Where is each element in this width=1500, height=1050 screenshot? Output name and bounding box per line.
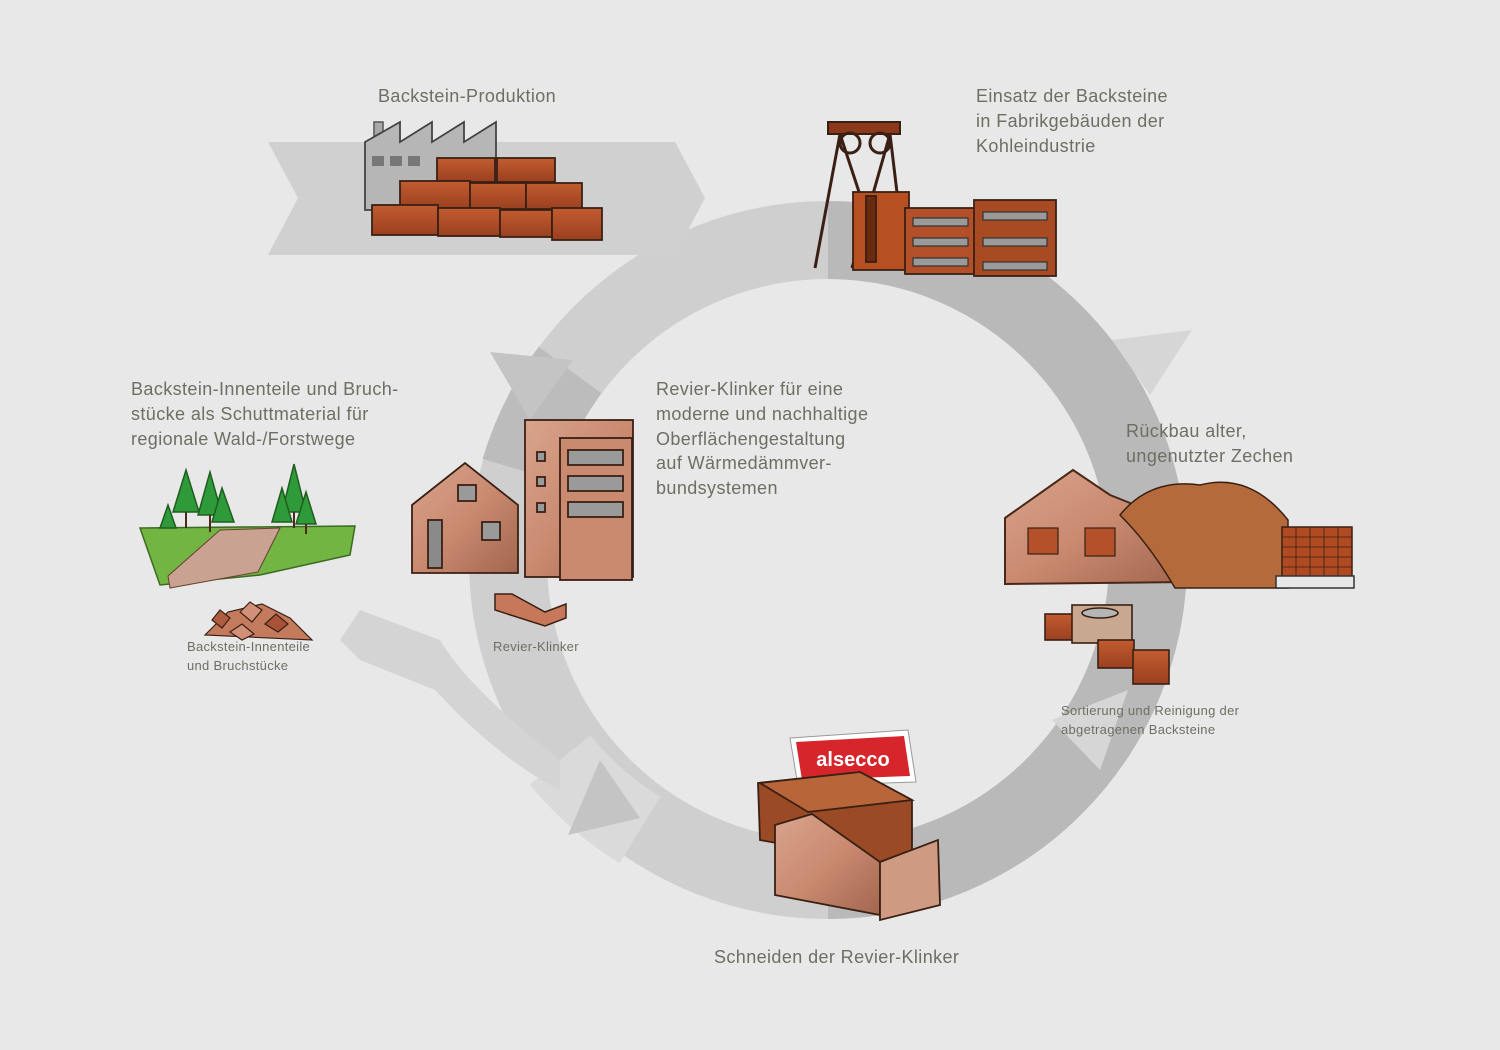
label-factory-use: Einsatz der Backsteine in Fabrikgebäuden… bbox=[976, 84, 1168, 158]
label-rubble-caption: Backstein-Innenteile und Bruchstücke bbox=[187, 638, 310, 676]
label-rubble-caption-line-2: und Bruchstücke bbox=[187, 657, 289, 673]
label-factory-use-line-3: Kohleindustrie bbox=[976, 135, 1096, 156]
label-demolition-line-2: ungenutzter Zechen bbox=[1126, 445, 1294, 466]
label-demolition: Rückbau alter, ungenutzter Zechen bbox=[1126, 419, 1293, 469]
svg-text:alsecco: alsecco bbox=[816, 749, 889, 771]
label-klinker-caption: Revier-Klinker bbox=[493, 638, 579, 657]
branch-arrow bbox=[340, 610, 560, 790]
modern-buildings-icon bbox=[411, 419, 634, 581]
label-rubble-use-line-3: regionale Wald-/Forstwege bbox=[131, 428, 356, 449]
ring-arrow bbox=[1052, 690, 1128, 770]
brick-stack-icon bbox=[371, 157, 603, 241]
label-sorting: Sortierung und Reinigung der abgetragene… bbox=[1061, 702, 1239, 740]
label-center-line-5: bundsystemen bbox=[656, 478, 778, 499]
label-rubble-use: Backstein-Innenteile und Bruch- stücke a… bbox=[131, 377, 399, 451]
label-rubble-use-line-2: stücke als Schuttmaterial für bbox=[131, 403, 369, 424]
rubble-pile-icon bbox=[203, 601, 314, 641]
label-cutting: Schneiden der Revier-Klinker bbox=[714, 945, 959, 970]
ring-arrow bbox=[1112, 330, 1192, 395]
coal-factory-icon bbox=[852, 191, 1057, 277]
label-center: Revier-Klinker für eine moderne und nach… bbox=[656, 377, 868, 501]
demolished-building-icon bbox=[1004, 468, 1289, 589]
label-center-line-4: auf Wärmedämmver- bbox=[656, 453, 832, 474]
ring-arrow bbox=[568, 760, 640, 835]
label-rubble-caption-line-1: Backstein-Innenteile bbox=[187, 639, 311, 654]
label-cutting-text: Schneiden der Revier-Klinker bbox=[714, 947, 960, 967]
label-sorting-line-1: Sortierung und Reinigung der bbox=[1061, 703, 1240, 718]
label-factory-use-line-1: Einsatz der Backsteine bbox=[976, 86, 1168, 106]
corner-clinker-icon bbox=[494, 593, 567, 627]
label-production-text: Backstein-Produktion bbox=[378, 86, 557, 106]
label-center-line-1: Revier-Klinker für eine bbox=[656, 379, 844, 399]
label-center-line-3: Oberflächengestaltung bbox=[656, 428, 846, 449]
label-rubble-use-line-1: Backstein-Innenteile und Bruch- bbox=[131, 379, 399, 399]
ring-arrow bbox=[490, 352, 573, 420]
loose-bricks-icon bbox=[1044, 604, 1170, 685]
label-production: Backstein-Produktion bbox=[378, 84, 556, 109]
label-sorting-line-2: abgetragenen Backsteine bbox=[1061, 721, 1216, 737]
label-factory-use-line-2: in Fabrikgebäuden der bbox=[976, 110, 1165, 131]
clinker-block-icon bbox=[757, 771, 941, 922]
brick-pallet-icon bbox=[1275, 526, 1355, 589]
forest-path-icon bbox=[138, 463, 356, 589]
label-center-line-2: moderne und nachhaltige bbox=[656, 403, 869, 424]
alsecco-logo: alsecco bbox=[789, 729, 917, 787]
label-demolition-line-1: Rückbau alter, bbox=[1126, 421, 1247, 441]
label-klinker-caption-text: Revier-Klinker bbox=[493, 639, 579, 654]
